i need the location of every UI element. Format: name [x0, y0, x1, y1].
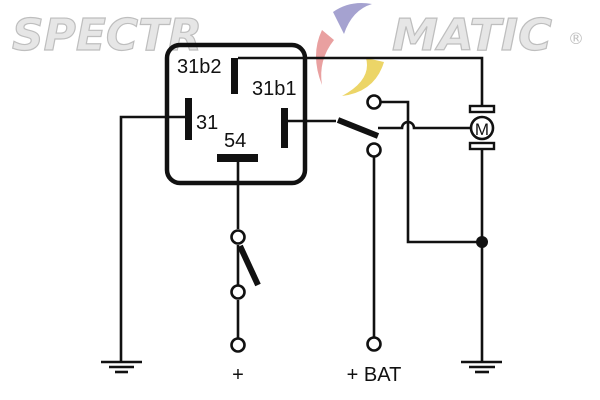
switch-contact-upper — [366, 94, 382, 110]
watermark-left-text: SPECTR — [12, 10, 202, 61]
switch-54-lever — [237, 244, 261, 287]
relay-housing — [164, 42, 308, 186]
pin-label-31b2: 31b2 — [177, 56, 222, 78]
wire-park-contact — [381, 100, 482, 244]
motor-icon: M — [468, 104, 496, 151]
junction-dot — [476, 236, 488, 248]
pin-54 — [217, 154, 258, 162]
switch-lever-relay — [336, 117, 380, 139]
terminal-bat — [366, 336, 382, 352]
wire-31-ground — [119, 115, 188, 362]
wire-31b2-motor — [238, 56, 484, 110]
terminal-plus — [230, 337, 246, 353]
registered-mark: ® — [568, 29, 584, 48]
switch-54-contact-upper — [230, 229, 246, 245]
watermark-right-text: MATIC — [392, 10, 552, 61]
pin-label-31b1: 31b1 — [252, 78, 297, 100]
switch-contact-lower — [366, 142, 382, 158]
ground-icon-right — [461, 360, 502, 374]
wire-switch-motor — [378, 120, 471, 130]
spectromatic-watermark: SPECTR MATIC ® — [11, 3, 584, 96]
swirl-logo-icon — [316, 3, 384, 96]
switch-54-contact-lower — [230, 284, 246, 300]
terminal-plus-label: + — [232, 364, 244, 386]
pin-31 — [185, 98, 192, 140]
pin-label-54: 54 — [224, 130, 246, 152]
pin-31b1 — [281, 108, 288, 148]
terminal-bat-label: + BAT — [347, 364, 402, 386]
ground-icon-left — [101, 360, 142, 374]
pin-31b2 — [231, 58, 238, 94]
pin-label-31: 31 — [196, 112, 218, 134]
motor-label: M — [475, 120, 489, 139]
